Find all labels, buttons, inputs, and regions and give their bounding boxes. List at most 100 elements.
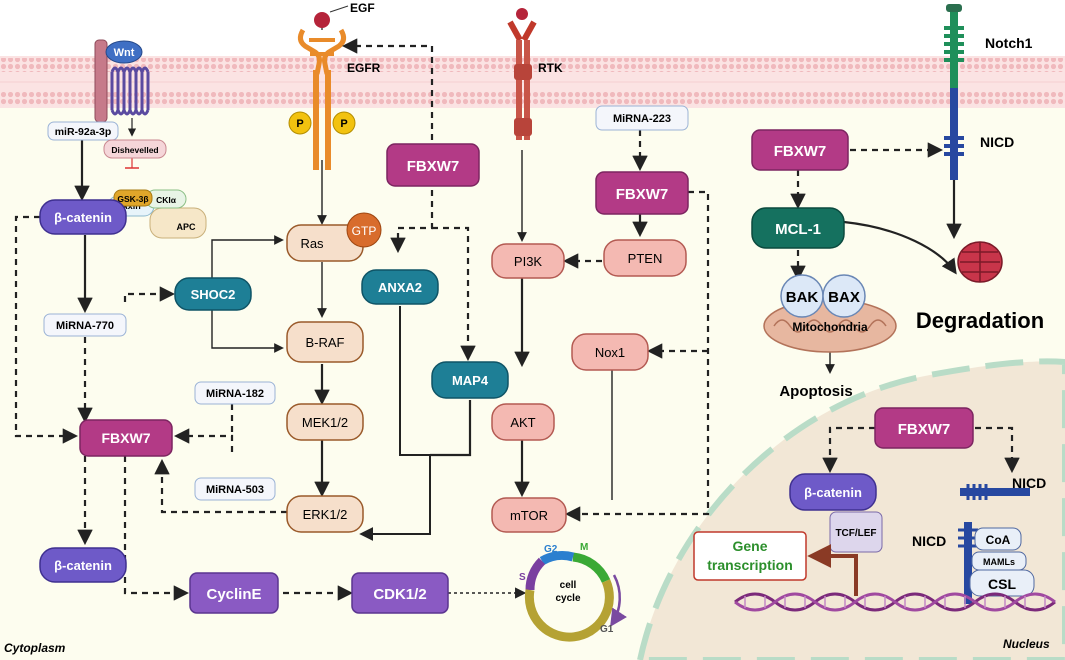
egfr-label: EGFR xyxy=(347,61,381,75)
mirna-node-mir92a: miR-92a-3p xyxy=(47,121,119,141)
tcflef-node: TCF/LEF xyxy=(829,511,883,553)
phase-g1: G1 xyxy=(600,624,614,635)
nicd-nucleus-icon xyxy=(960,484,1030,500)
shoc2-node: SHOC2 xyxy=(174,277,252,311)
braf-label: B-RAF xyxy=(306,335,345,350)
p-right-label: P xyxy=(340,118,347,130)
braf-node: B-RAF xyxy=(286,321,364,363)
mamls-label: MAMLs xyxy=(983,557,1015,567)
gene-label: Gene xyxy=(732,538,767,554)
phosphate-left-icon xyxy=(288,111,312,135)
phase-s: S xyxy=(519,572,526,583)
mirna503-label: MiRNA-503 xyxy=(206,484,264,496)
proteasome-icon xyxy=(957,241,1003,283)
wnt-receptor xyxy=(94,39,150,123)
nicd-nucleus-label: NICD xyxy=(1012,475,1046,491)
transcription-arrow xyxy=(807,544,858,596)
bax-label: BAX xyxy=(828,289,860,306)
bcatenin-top-label: β-catenin xyxy=(54,210,112,225)
fbxw7-pi3k-label: FBXW7 xyxy=(616,186,669,203)
phase-m: M xyxy=(580,542,588,553)
akt-label: AKT xyxy=(510,415,535,430)
fbxw7-notch-label: FBXW7 xyxy=(774,143,827,160)
mcl1-node: MCL-1 xyxy=(751,207,845,249)
ras-label: Ras xyxy=(300,236,324,251)
csl-label: CSL xyxy=(988,576,1016,592)
anxa2-label: ANXA2 xyxy=(378,280,422,295)
mirna182-node: MiRNA-182 xyxy=(194,381,276,405)
fbxw7-nucleus-node: FBXW7 xyxy=(874,407,974,449)
transcription-label: transcription xyxy=(707,557,793,573)
pten-node: PTEN xyxy=(603,239,687,277)
mtor-label: mTOR xyxy=(510,508,548,523)
phase-g2: G2 xyxy=(544,544,558,555)
fbxw7-notch-node: FBXW7 xyxy=(751,129,849,171)
wnt-ligand xyxy=(105,40,143,64)
anxa2-node: ANXA2 xyxy=(361,269,439,305)
pi3k-node: PI3K xyxy=(491,243,565,279)
cycline-node: CyclinE xyxy=(189,572,279,614)
cdk-label: CDK1/2 xyxy=(373,586,426,603)
gtp-label: GTP xyxy=(352,224,377,238)
pathway-edges xyxy=(14,38,1020,601)
gtp-icon xyxy=(346,212,382,248)
pi3k-label: PI3K xyxy=(514,254,543,269)
mirna223-label: MiRNA-223 xyxy=(613,113,671,125)
apc-label: APC xyxy=(176,222,196,232)
bcatenin-top-node: β-catenin xyxy=(39,199,127,235)
nucleus-label: Nucleus xyxy=(1003,637,1050,651)
coa-label: CoA xyxy=(986,533,1011,547)
gene-transcription-box: Gene transcription xyxy=(693,531,807,581)
p-left-label: P xyxy=(296,118,303,130)
erk-label: ERK1/2 xyxy=(303,507,348,522)
cell-cycle-label-1: cell xyxy=(560,580,577,591)
fbxw7-nucleus-label: FBXW7 xyxy=(898,421,951,438)
mirna770-node: MiRNA-770 xyxy=(43,313,127,337)
cell-cycle-label-2: cycle xyxy=(555,593,580,604)
bcatenin-bottom-node: β-catenin xyxy=(39,547,127,583)
nicd-top-label: NICD xyxy=(980,134,1014,150)
fbxw7-mid-node: FBXW7 xyxy=(386,143,480,187)
bcatenin-nucleus-label: β-catenin xyxy=(804,485,862,500)
akt-node: AKT xyxy=(491,403,555,441)
dna-helix xyxy=(734,592,1056,612)
shoc2-label: SHOC2 xyxy=(191,287,236,302)
mek-node: MEK1/2 xyxy=(286,403,364,441)
nox1-node: Nox1 xyxy=(571,333,649,371)
apoptosis-label: Apoptosis xyxy=(779,383,852,400)
fbxw7-pi3k-node: FBXW7 xyxy=(595,171,689,215)
nox1-label: Nox1 xyxy=(595,345,625,360)
notch1-label: Notch1 xyxy=(985,35,1033,51)
mirna223-node: MiRNA-223 xyxy=(595,105,689,131)
bcatenin-bottom-label: β-catenin xyxy=(54,558,112,573)
mirna182-label: MiRNA-182 xyxy=(206,388,264,400)
wnt-label: Wnt xyxy=(114,47,135,59)
nicd-complex xyxy=(958,522,1035,604)
cell-cycle-ring xyxy=(524,551,627,642)
mirna770-label: MiRNA-770 xyxy=(56,320,114,332)
fbxw7-mid-label: FBXW7 xyxy=(407,158,460,175)
cdk-node: CDK1/2 xyxy=(351,572,449,614)
tcflef-label: TCF/LEF xyxy=(835,528,876,539)
mtor-node: mTOR xyxy=(491,497,567,533)
mitochondria-label: Mitochondria xyxy=(792,320,868,334)
egf-ligand xyxy=(314,12,330,28)
rtk-label: RTK xyxy=(538,61,563,75)
mcl1-label: MCL-1 xyxy=(775,221,821,238)
cycline-label: CyclinE xyxy=(206,586,261,603)
egf-label: EGF xyxy=(350,1,375,15)
gsk3b-label: GSK-3β xyxy=(117,194,148,204)
bak-label: BAK xyxy=(786,289,819,306)
notch1-receptor xyxy=(944,4,964,180)
mirna503-node: MiRNA-503 xyxy=(194,477,276,501)
egfr-receptor xyxy=(288,5,356,170)
degradation-label: Degradation xyxy=(916,308,1044,333)
bcatenin-nucleus-node: β-catenin xyxy=(789,473,877,511)
mitochondria xyxy=(763,274,897,353)
fbxw7-left-label: FBXW7 xyxy=(102,430,151,446)
map4-node: MAP4 xyxy=(431,361,509,399)
cell-membrane xyxy=(0,56,1065,108)
dishevelled-node: Dishevelled xyxy=(103,139,167,159)
erk-node: ERK1/2 xyxy=(286,495,364,533)
